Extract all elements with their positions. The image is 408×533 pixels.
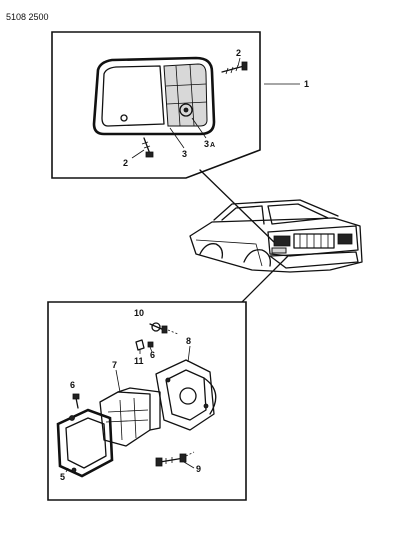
callout-3: 3: [182, 149, 187, 159]
bezel-screw: [69, 415, 75, 421]
screw-head: [155, 457, 163, 467]
adjusting-screw: [149, 322, 179, 335]
car-headlamp-left: [273, 235, 291, 247]
screw-shank: [221, 65, 245, 73]
callout-1: 1: [304, 79, 309, 89]
lamp-lens-line: [105, 419, 149, 423]
callout-6-center: 6: [150, 350, 155, 360]
lamp-lens-line: [119, 399, 123, 441]
bottom-detail-box: 5 6 7 8: [47, 301, 247, 501]
screw-head: [72, 393, 80, 400]
car-headlamp-right: [337, 233, 353, 245]
screw-nut: [179, 453, 187, 463]
callout-6-left: 6: [70, 380, 75, 390]
housing-fastener: [165, 377, 171, 383]
lens-rib: [165, 83, 207, 87]
screw-thread: [230, 66, 234, 74]
car-windshield: [267, 203, 329, 225]
callout-10: 10: [134, 308, 144, 318]
marker-bezel-inner-left: [101, 65, 165, 127]
callout-9: 9: [196, 464, 201, 474]
bezel-outer: [56, 408, 114, 478]
bezel-inner: [65, 417, 107, 469]
adjusting-screw-lower: [155, 451, 195, 467]
retainer-clip: [135, 339, 145, 354]
car-front-wheel-arch: [243, 249, 271, 267]
marker-lamp-assembly: [92, 56, 216, 136]
nut-body: [147, 341, 154, 348]
screw-shank: [75, 397, 79, 409]
top-detail-box: 2 2 3 3A: [51, 31, 261, 179]
sealed-beam-lamp: [99, 387, 161, 447]
leader-2b: [131, 149, 145, 159]
adjuster-nut-6: [147, 341, 154, 353]
car-rear-wheel-arch: [199, 243, 224, 259]
callout-2-top: 2: [236, 48, 241, 58]
leader-3a: [191, 117, 207, 139]
lamp-lens-line: [107, 409, 149, 413]
car-side-window: [221, 205, 265, 225]
car-marker-lamp: [271, 247, 287, 254]
mounting-stud: [120, 114, 128, 122]
leader-9: [183, 461, 195, 469]
car-roofline: [213, 199, 339, 221]
leader-6-center: [149, 346, 153, 353]
assembly-path: [185, 451, 195, 457]
top-detail-frame: [51, 31, 261, 179]
lens-rib: [175, 65, 181, 127]
car-bumper: [269, 251, 359, 269]
housing-inner: [165, 369, 207, 421]
housing-cup: [203, 377, 217, 415]
marker-bulb: [183, 107, 189, 113]
screw-bottom: [141, 137, 154, 158]
housing-outline: [155, 359, 215, 431]
housing-opening: [179, 387, 197, 405]
screw-thread: [143, 145, 151, 149]
leader-5: [65, 467, 69, 473]
callout-11: 11: [134, 356, 144, 366]
lamp-body-side: [117, 387, 161, 431]
callout-5: 5: [60, 472, 65, 482]
car-body-outline: [189, 217, 363, 273]
callout-2-bottom: 2: [123, 158, 128, 168]
lens-rib: [189, 64, 195, 127]
screw-head: [145, 151, 154, 158]
leader-2a: [237, 57, 241, 67]
screw-spring: [151, 322, 161, 332]
drawing-code: 5108 2500: [6, 12, 49, 22]
connector-top: [199, 169, 277, 245]
marker-bezel-outline: [92, 56, 216, 136]
callout-3a: 3A: [204, 139, 215, 149]
leader-8: [187, 345, 191, 363]
assembly-path: [167, 329, 179, 335]
bezel-screw: [71, 467, 77, 473]
screw-head: [161, 325, 168, 334]
marker-lens: [163, 63, 208, 127]
bezel-screw-6: [72, 393, 80, 409]
leader-7: [115, 369, 121, 393]
marker-bulb-socket: [179, 103, 193, 117]
screw-thread: [235, 64, 239, 72]
clip-body: [135, 339, 145, 351]
housing-fastener: [203, 403, 209, 409]
screw-head: [241, 61, 248, 71]
lamp-lens-line: [133, 397, 137, 439]
car-door-line: [195, 239, 263, 267]
headlamp-housing: [155, 359, 217, 431]
leader-3: [169, 127, 185, 149]
lens-rib: [166, 101, 208, 105]
screw-thread: [225, 67, 229, 75]
callout-7: 7: [112, 360, 117, 370]
bottom-detail-frame: [47, 301, 247, 501]
screw-thread: [141, 141, 149, 145]
vehicle-illustration: [189, 199, 363, 273]
callout-8: 8: [186, 336, 191, 346]
screw-shank: [143, 137, 151, 155]
screw-top: [221, 61, 248, 75]
headlamp-bezel: [56, 408, 114, 478]
